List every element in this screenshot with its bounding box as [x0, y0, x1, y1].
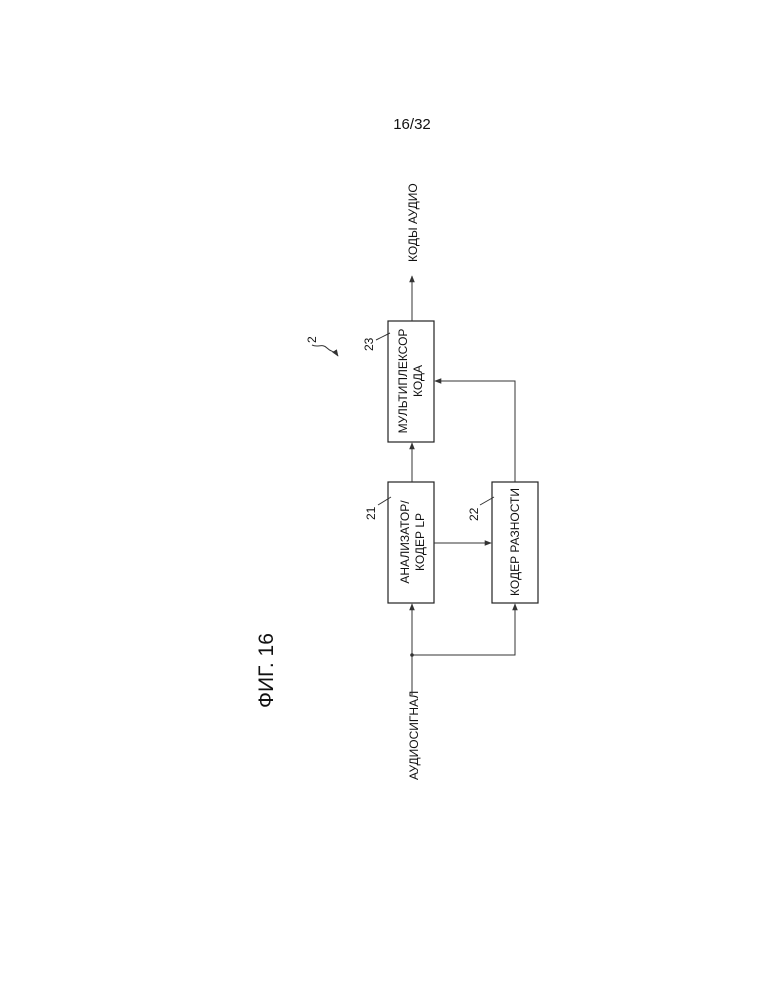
figure-label: ФИГ. 16	[255, 633, 278, 708]
device-ref-leader	[312, 345, 338, 356]
input-to-diff-encoder-arrow	[412, 604, 515, 655]
diff-encoder-ref-label: 22	[467, 507, 481, 521]
analyzer-block-line1: АНАЛИЗАТОР/	[398, 500, 412, 584]
input-label: АУДИОСИГНАЛ	[407, 691, 421, 780]
analyzer-block-line2: КОДЕР LP	[413, 513, 427, 571]
multiplexer-block-line2: КОДА	[411, 365, 425, 397]
multiplexer-block-line1: МУЛЬТИПЛЕКСОР	[396, 329, 410, 434]
analyzer-ref-label: 21	[364, 506, 378, 520]
diff-encoder-block-label: КОДЕР РАЗНОСТИ	[508, 488, 522, 596]
output-label: КОДЫ АУДИО	[406, 183, 420, 262]
device-ref-label: 2	[305, 336, 319, 343]
diff-encoder-to-multiplexer-arrow	[435, 381, 515, 482]
multiplexer-ref-label: 23	[362, 337, 376, 351]
